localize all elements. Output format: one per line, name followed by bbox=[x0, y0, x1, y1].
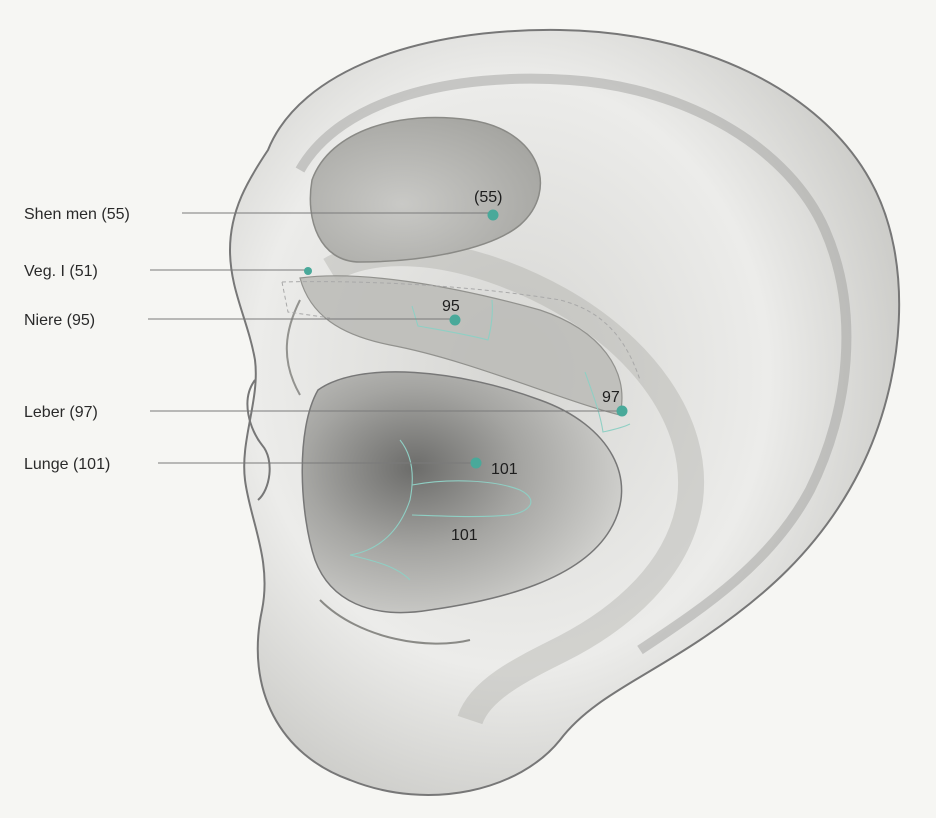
label-lunge: Lunge (101) bbox=[24, 456, 110, 473]
point-51 bbox=[304, 267, 312, 275]
label-niere: Niere (95) bbox=[24, 312, 95, 329]
point-95 bbox=[450, 315, 461, 326]
point-97 bbox=[617, 406, 628, 417]
point-number-101-upper: 101 bbox=[491, 461, 518, 478]
point-101 bbox=[471, 458, 482, 469]
point-number-101-lower: 101 bbox=[451, 527, 478, 544]
point-number-55: (55) bbox=[474, 189, 502, 206]
point-55 bbox=[488, 210, 499, 221]
label-veg: Veg. I (51) bbox=[24, 263, 98, 280]
label-shen-men: Shen men (55) bbox=[24, 206, 130, 223]
point-number-95: 95 bbox=[442, 298, 460, 315]
point-number-97: 97 bbox=[602, 389, 620, 406]
label-leber: Leber (97) bbox=[24, 404, 98, 421]
